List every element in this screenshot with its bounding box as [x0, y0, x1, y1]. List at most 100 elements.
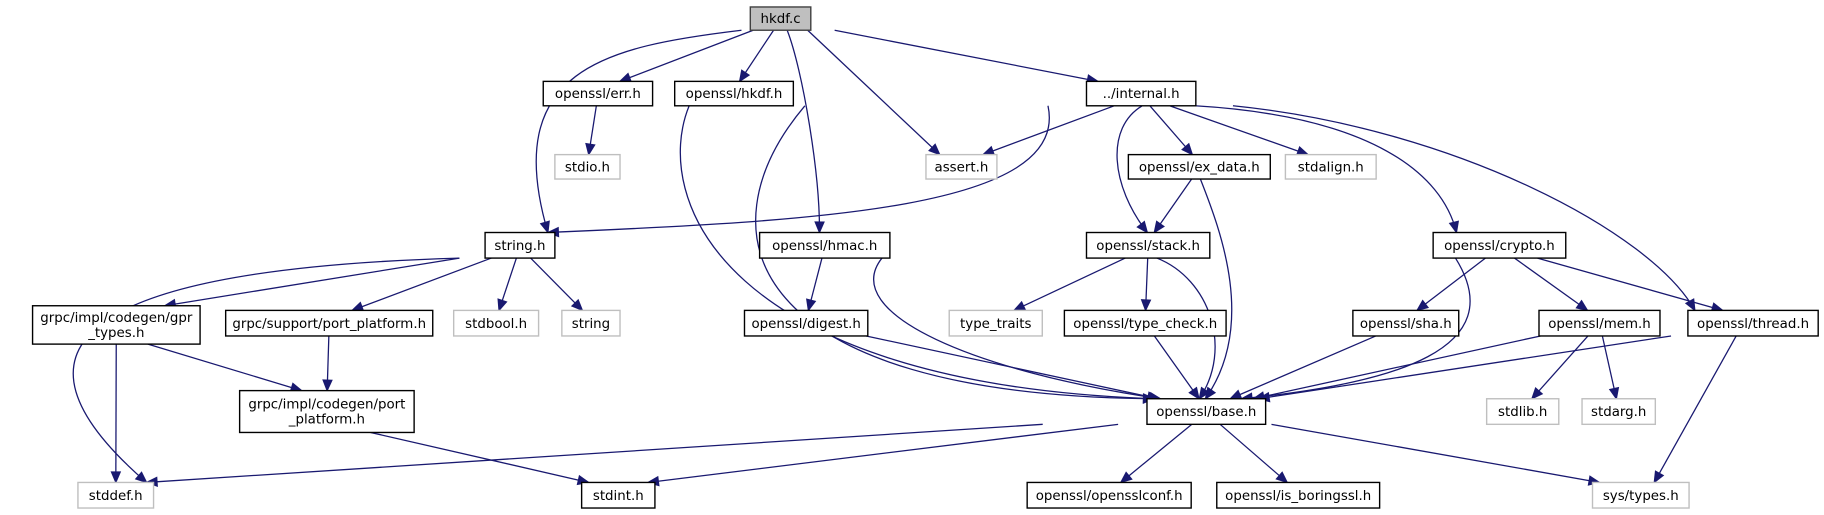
edge-mem-h-to-stdlib-h — [1530, 335, 1589, 400]
edge-crypto-h-to-mem-h — [1514, 257, 1589, 312]
node-label: grpc/impl/codegen/gpr — [40, 311, 193, 326]
node-label: openssl/mem.h — [1548, 317, 1650, 332]
node-label: stdlib.h — [1498, 405, 1547, 420]
node-label: openssl/hkdf.h — [686, 87, 783, 102]
nodes-layer: hkdf.c openssl/err.h openssl/hkdf.h ../inte… — [31, 6, 1819, 509]
node-hkdf-c[interactable]: hkdf.c — [749, 6, 812, 31]
edge-line — [873, 257, 1161, 400]
node-digest-h[interactable]: openssl/digest.h — [743, 309, 869, 337]
edge-internal-h-to-assert-h — [981, 105, 1115, 156]
node-box — [948, 309, 1043, 337]
edge-base-h-to-sys-types-h — [1271, 423, 1601, 486]
node-thread-h[interactable]: openssl/thread.h — [1687, 309, 1819, 337]
node-box — [238, 389, 415, 434]
node-label: string — [572, 317, 610, 332]
node-label: string.h — [494, 239, 545, 254]
node-label: stdbool.h — [465, 317, 527, 332]
edge-line — [1120, 423, 1193, 483]
edge-line — [755, 105, 1154, 400]
node-hkdf-h[interactable]: openssl/hkdf.h — [673, 80, 795, 107]
node-crypto-h[interactable]: openssl/crypto.h — [1432, 231, 1567, 259]
node-label: openssl/digest.h — [751, 317, 860, 332]
node-label: openssl/opensslconf.h — [1036, 489, 1183, 504]
edge-line — [786, 29, 821, 233]
edge-hkdf-c-to-internal-h — [834, 29, 1100, 85]
node-type-check-h[interactable]: openssl/type_check.h — [1063, 309, 1227, 337]
edge-internal-h-to-thread-h — [1232, 105, 1696, 312]
node-string: string — [561, 309, 621, 337]
edge-line — [1537, 257, 1723, 312]
edge-hmac-h-to-digest-h — [806, 257, 823, 312]
edge-line — [679, 105, 1154, 400]
node-codegen-port-platform-h[interactable]: grpc/impl/codegen/port_platform.h — [238, 389, 415, 434]
node-label: openssl/err.h — [555, 87, 641, 102]
node-box — [554, 153, 621, 180]
arrowhead-icon — [1140, 299, 1152, 312]
edge-line — [982, 105, 1115, 156]
arrowhead-icon — [1119, 471, 1133, 484]
node-label: hkdf.c — [761, 12, 801, 27]
arrowhead-icon — [806, 298, 817, 312]
edge-hkdf-c-to-hkdf-h — [738, 29, 775, 83]
node-internal-h[interactable]: ../internal.h — [1085, 80, 1197, 107]
node-label: openssl/type_check.h — [1073, 317, 1217, 332]
edge-crypto-h-to-sha-h — [1415, 257, 1486, 312]
node-string-h[interactable]: string.h — [484, 231, 556, 259]
node-gpr-types-h[interactable]: grpc/impl/codegen/gpr_types.h — [31, 305, 201, 345]
arrowhead-icon — [1153, 220, 1165, 234]
edge-line — [535, 29, 742, 233]
arrowhead-icon — [585, 142, 596, 157]
arrowhead-icon — [1181, 142, 1194, 156]
node-label: grpc/impl/codegen/port — [248, 398, 405, 413]
node-label: stddef.h — [89, 489, 143, 504]
node-opensslconf-h[interactable]: openssl/opensslconf.h — [1026, 481, 1192, 509]
edge-hkdf-c-to-hmac-h — [786, 29, 825, 234]
node-label: _types.h — [87, 326, 144, 341]
node-box — [1063, 309, 1227, 337]
edge-sha-h-to-base-h — [1228, 335, 1377, 400]
node-box — [1085, 231, 1211, 259]
node-box — [1352, 309, 1460, 337]
node-err-h[interactable]: openssl/err.h — [542, 80, 654, 107]
edge-line — [619, 29, 754, 82]
edge-thread-h-to-sys-types-h — [1653, 335, 1737, 484]
edge-hkdf-c-to-assert-h — [807, 29, 941, 156]
edge-line — [1013, 257, 1126, 311]
node-label: openssl/sha.h — [1360, 317, 1452, 332]
node-support-port-platform-h[interactable]: grpc/support/port_platform.h — [224, 309, 434, 337]
node-is-boringssl-h[interactable]: openssl/is_boringssl.h — [1216, 481, 1381, 509]
node-label: openssl/stack.h — [1096, 239, 1200, 254]
node-box — [1284, 153, 1377, 180]
node-mem-h[interactable]: openssl/mem.h — [1538, 309, 1661, 337]
node-stdarg-h: stdarg.h — [1581, 398, 1657, 426]
node-hmac-h[interactable]: openssl/hmac.h — [758, 231, 891, 259]
node-label: assert.h — [935, 160, 989, 175]
node-ex-data-h[interactable]: openssl/ex_data.h — [1127, 153, 1271, 180]
edge-line — [1416, 257, 1486, 311]
edge-line — [1232, 105, 1696, 311]
edge-type-check-h-to-base-h — [1153, 335, 1200, 400]
edge-gpr-types-h-to-codegen-port-platform-h — [147, 343, 304, 393]
node-stack-h[interactable]: openssl/stack.h — [1085, 231, 1211, 259]
arrowhead-icon — [539, 220, 550, 234]
edge-base-h-to-opensslconf-h — [1119, 423, 1193, 484]
node-stdint-h[interactable]: stdint.h — [580, 481, 656, 509]
node-label: stdalign.h — [1298, 160, 1364, 175]
edge-base-h-to-stddef-h — [145, 423, 1043, 488]
arrowhead-icon — [1575, 299, 1589, 312]
edge-err-h-to-base-h — [679, 105, 1156, 404]
edge-line — [866, 335, 1159, 400]
edge-gpr-types-h-to-stddef-h — [110, 344, 122, 484]
node-base-h[interactable]: openssl/base.h — [1146, 398, 1267, 426]
node-label: grpc/support/port_platform.h — [232, 317, 426, 332]
node-sha-h[interactable]: openssl/sha.h — [1352, 309, 1460, 337]
edge-mem-h-to-base-h — [1252, 335, 1541, 402]
edge-line — [547, 105, 1050, 234]
edges-layer — [72, 29, 1737, 488]
arrowhead-icon — [1188, 386, 1200, 400]
edge-line — [1653, 335, 1737, 483]
node-sys-types-h: sys/types.h — [1591, 481, 1690, 509]
edge-base-h-to-stdint-h — [646, 423, 1119, 487]
node-box — [224, 309, 434, 337]
edge-ex-data-h-to-stack-h — [1153, 178, 1193, 234]
